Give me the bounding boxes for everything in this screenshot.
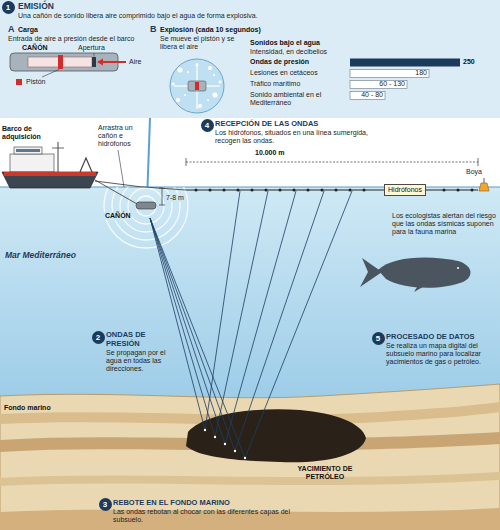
part-label: CAÑÓN	[22, 44, 62, 52]
dimension-lines	[159, 158, 478, 205]
step-heading: PROCESADO DE DATOS	[386, 333, 498, 342]
hydrophone-dots	[195, 189, 474, 192]
oil-deposit	[186, 409, 366, 462]
note-text: Boya	[466, 168, 491, 176]
note-text: Intensidad, en decibelios	[250, 48, 400, 56]
note-text: Tráfico marítimo	[250, 80, 346, 88]
seismic-rays	[150, 191, 352, 458]
callout-number: 5	[372, 332, 385, 345]
callout-digit: 1	[6, 1, 10, 14]
seabed-strata	[0, 384, 500, 530]
callout-digit: 2	[96, 331, 100, 344]
step-heading: ONDAS DE PRESIÓN	[106, 331, 168, 348]
pressure-rings	[104, 187, 188, 248]
note-text: 60 - 130	[365, 80, 405, 88]
callout-number: 3	[99, 498, 112, 511]
part-label: 250	[463, 58, 493, 66]
callout-number: 4	[201, 119, 214, 132]
callout-number: 2	[92, 331, 105, 344]
decibel-bars	[350, 59, 460, 100]
part-label: YACIMIENTO DE PETRÓLEO	[285, 465, 365, 481]
note-text: Las ondas rebotan al chocar con las dife…	[113, 508, 313, 524]
panel-text: Una cañón de sonido libera aire comprimi…	[18, 12, 348, 20]
part-label: Explosión (cada 10 segundos)	[160, 26, 280, 34]
callout-number: 1	[2, 1, 15, 14]
cannon-loading-figure	[10, 53, 126, 85]
note-text: 7-8 m	[165, 194, 185, 202]
reflection-points	[204, 429, 246, 459]
note-text: Los ecologistas alertan del riesgo que l…	[392, 212, 496, 236]
part-label: Barco de adquisición	[2, 125, 57, 141]
note-text: Los hidrófonos, situados en una línea su…	[215, 129, 387, 145]
acquisition-ship	[2, 142, 98, 188]
streamer	[186, 189, 478, 190]
note-text: Aire	[129, 58, 149, 66]
callout-digit: 5	[376, 332, 380, 345]
note-text: Arrastra un cañón e hidrófonos	[98, 124, 144, 148]
tow-cables	[95, 180, 186, 204]
part-label: CAÑÓN	[104, 212, 132, 220]
panel-heading: EMISIÓN	[18, 2, 318, 11]
cannon-explosion-figure	[170, 59, 224, 113]
leader-line	[118, 150, 124, 187]
part-label: Carga	[18, 26, 78, 34]
part-label: Sonidos bajo el agua	[250, 39, 400, 47]
part-label: Fondo marino	[4, 404, 64, 412]
part-label: Ondas de presión	[250, 58, 346, 66]
callout-letter: A	[8, 25, 18, 34]
sea-name: Mar Mediterráneo	[5, 250, 115, 260]
note-text: Se mueve el pistón y se libera el aire	[160, 35, 245, 51]
step-heading: REBOTE EN EL FONDO MARINO	[113, 499, 313, 508]
note-text: Entrada de aire a presión desde el barco	[8, 35, 148, 43]
callout-letter: B	[150, 25, 160, 34]
note-text: Lesiones en cetáceos	[250, 69, 346, 77]
part-label: 10.000 m	[255, 149, 295, 157]
step-heading: RECEPCIÓN DE LAS ONDAS	[215, 120, 415, 129]
note-text: Se realiza un mapa digital del subsuelo …	[386, 342, 496, 366]
note-text: Pistón	[26, 78, 66, 86]
note-text: 40 - 80	[349, 91, 383, 99]
air-gun	[136, 202, 156, 209]
hydrophone-tag: Hidrófonos	[384, 184, 426, 196]
note-text: Sonido ambiental en el Mediterráneo	[250, 91, 346, 107]
sea	[0, 187, 500, 530]
note-text: 180	[397, 69, 427, 77]
note-text: Apertura	[78, 44, 123, 52]
callout-digit: 3	[103, 498, 107, 511]
buoy	[479, 178, 489, 191]
whale	[360, 258, 470, 292]
callout-digit: 4	[205, 119, 209, 132]
tag-text: Hidrófonos	[388, 185, 422, 195]
note-text: Se propagan por el agua en todas las dir…	[106, 349, 174, 373]
panel-ground	[0, 0, 500, 118]
